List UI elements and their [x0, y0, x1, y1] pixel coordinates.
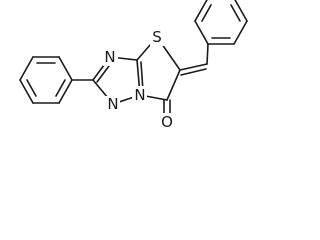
atom-sulfur: S [150, 28, 165, 46]
sulfur-label: S [152, 28, 162, 46]
oxygen-label: O [161, 113, 173, 131]
n-bottom-label: N [107, 95, 118, 113]
n-bridge-label: N [134, 86, 145, 104]
right-phenyl-ring [194, 0, 248, 45]
atom-oxygen: O [159, 113, 174, 131]
atom-n-bridge: N [132, 86, 147, 104]
atom-n-bottom: N [105, 95, 120, 113]
carbonyl-group [163, 99, 171, 114]
left-phenyl-ring [19, 56, 73, 104]
atom-n-top: N [103, 48, 118, 66]
chemical-structure: S N N N O [19, 0, 248, 131]
benzylidene-group [179, 43, 209, 76]
n-top-label: N [104, 48, 115, 66]
